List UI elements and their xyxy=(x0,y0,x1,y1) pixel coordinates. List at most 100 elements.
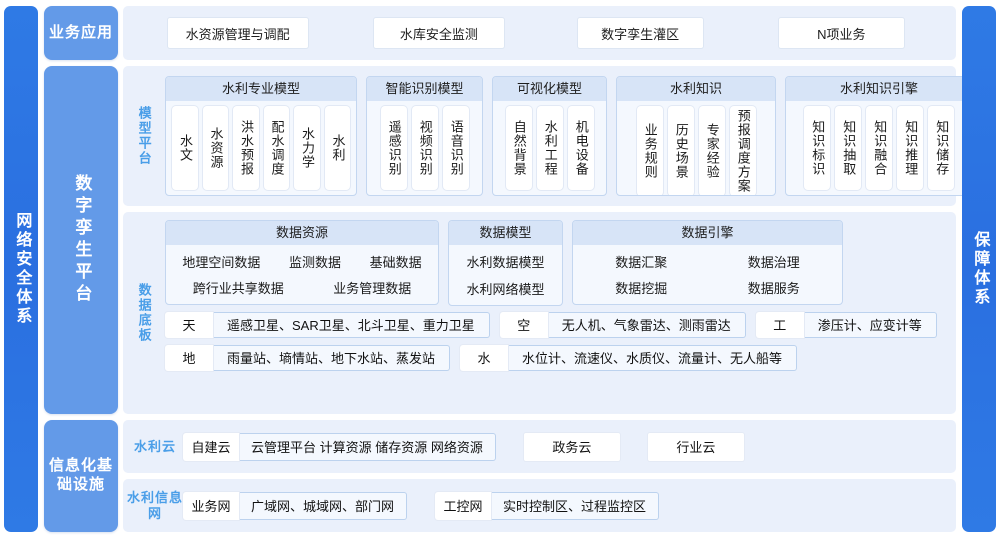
model-chip-remote-sensing-recognition[interactable]: 遥感识别 xyxy=(380,105,407,190)
data-source-row-ground: 地 雨量站、墒情站、地下水站、蒸发站 水 水位计、流速仪、水质仪、流量计、无人船… xyxy=(165,344,946,371)
left-vertical-bar-network-security: 网络安全体系 xyxy=(4,6,38,532)
section-label-model-platform: 模型平台 xyxy=(123,66,165,206)
data-source-di-value: 雨量站、墒情站、地下水站、蒸发站 xyxy=(213,344,451,371)
model-chip-knowledge-identification[interactable]: 知识标识 xyxy=(804,105,830,190)
infra-self-built-cloud[interactable]: 自建云 云管理平台 计算资源 储存资源 网络资源 xyxy=(183,432,496,461)
infra-industry-cloud[interactable]: 行业云 xyxy=(647,432,744,461)
data-item-data-aggregation[interactable]: 数据汇聚 xyxy=(615,254,668,270)
model-chip-hydrology[interactable]: 水文 xyxy=(172,105,198,190)
model-chip-hydraulic-engineering[interactable]: 水利工程 xyxy=(536,105,563,190)
data-group-models-title: 数据模型 xyxy=(449,221,562,245)
band-label-digital-twin-platform[interactable]: 数字孪生平台 xyxy=(44,66,118,414)
model-chip-knowledge-storage[interactable]: 知识储存 xyxy=(928,105,954,190)
data-source-gong[interactable]: 工 渗压计、应变计等 xyxy=(755,311,937,338)
model-group-intelligent-recognition: 智能识别模型 遥感识别 视频识别 语音识别 xyxy=(366,76,483,196)
model-group-water-knowledge-items: 业务规则 历史场景 专家经验 预报调度方案 xyxy=(617,101,775,195)
infrastructure-rows: 水利云 自建云 云管理平台 计算资源 储存资源 网络资源 政务云 行业云 xyxy=(123,420,956,532)
infra-industrial-control-network[interactable]: 工控网 实时控制区、过程监控区 xyxy=(435,491,660,520)
left-vertical-bar-label: 网络安全体系 xyxy=(13,212,31,326)
model-chip-water-resources[interactable]: 水资源 xyxy=(202,105,228,190)
data-group-resources-row: 地理空间数据 监测数据 基础数据 xyxy=(172,252,432,271)
data-source-tian-key: 天 xyxy=(165,311,213,338)
model-group-professional-title: 水利专业模型 xyxy=(166,77,356,101)
band-label-infrastructure[interactable]: 信息化基础设施 xyxy=(44,420,118,532)
business-item-label: 水库安全监测 xyxy=(399,26,478,42)
model-chip-knowledge-reasoning[interactable]: 知识推理 xyxy=(897,105,923,190)
infra-business-network[interactable]: 业务网 广域网、城域网、部门网 xyxy=(183,491,408,520)
data-item-water-network-model[interactable]: 水利网络模型 xyxy=(466,281,545,297)
model-chip-expert-experience[interactable]: 专家经验 xyxy=(698,105,725,195)
model-chip-flood-forecast[interactable]: 洪水预报 xyxy=(233,105,259,190)
section-label-model-platform-text: 模型平台 xyxy=(136,106,152,166)
data-item-data-governance[interactable]: 数据治理 xyxy=(747,254,800,270)
data-item-cross-industry-shared[interactable]: 跨行业共享数据 xyxy=(192,280,284,296)
data-source-shui[interactable]: 水 水位计、流速仪、水质仪、流量计、无人船等 xyxy=(460,344,798,371)
model-chip-electromechanical-equipment[interactable]: 机电设备 xyxy=(567,105,594,190)
data-group-models-row: 水利网络模型 xyxy=(466,279,544,298)
business-slot: N项业务 xyxy=(741,18,942,48)
data-item-basic[interactable]: 基础数据 xyxy=(369,254,422,270)
data-source-kong[interactable]: 空 无人机、气象雷达、测雨雷达 xyxy=(499,311,746,338)
data-source-di[interactable]: 地 雨量站、墒情站、地下水站、蒸发站 xyxy=(165,344,451,371)
data-group-engine-row: 数据挖掘 数据服务 xyxy=(579,278,836,297)
business-slot: 数字孪生灌区 xyxy=(540,18,741,48)
data-item-data-service[interactable]: 数据服务 xyxy=(747,280,800,296)
model-chip-historical-scenarios[interactable]: 历史场景 xyxy=(667,105,694,195)
model-chip-knowledge-fusion[interactable]: 知识融合 xyxy=(866,105,892,190)
infra-industrial-control-network-key: 工控网 xyxy=(435,491,492,520)
model-group-water-knowledge: 水利知识 业务规则 历史场景 专家经验 预报调度方案 xyxy=(616,76,776,196)
business-item-n-businesses[interactable]: N项业务 xyxy=(778,18,904,48)
data-group-models-row: 水利数据模型 xyxy=(466,252,544,271)
model-chip-voice-recognition[interactable]: 语音识别 xyxy=(442,105,469,190)
data-group-engine: 数据引擎 数据汇聚 数据治理 数据挖掘 数据服务 xyxy=(572,220,843,305)
infra-row-water-cloud-label: 水利云 xyxy=(133,438,176,454)
model-chip-business-rules[interactable]: 业务规则 xyxy=(636,105,663,195)
model-chip-hydraulics[interactable]: 水力学 xyxy=(294,105,320,190)
data-item-monitoring[interactable]: 监测数据 xyxy=(288,254,341,270)
model-group-water-knowledge-title: 水利知识 xyxy=(617,77,775,101)
band-label-business-application-text: 业务应用 xyxy=(48,23,113,41)
model-chip-forecast-dispatch-plan[interactable]: 预报调度方案 xyxy=(729,105,756,195)
infra-government-cloud-label: 政务云 xyxy=(552,440,592,455)
infra-business-network-value: 广域网、城域网、部门网 xyxy=(239,491,408,520)
model-chip-water-conservancy[interactable]: 水利 xyxy=(324,105,350,190)
data-group-models: 数据模型 水利数据模型 水利网络模型 xyxy=(448,220,563,306)
infra-row-water-network-items: 业务网 广域网、城域网、部门网 工控网 实时控制区、过程监控区 xyxy=(183,491,956,520)
data-source-row-sky: 天 遥感卫星、SAR卫星、北斗卫星、重力卫星 空 无人机、气象雷达、测雨雷达 工… xyxy=(165,311,946,338)
data-source-tian[interactable]: 天 遥感卫星、SAR卫星、北斗卫星、重力卫星 xyxy=(165,311,490,338)
business-slot: 水资源管理与调配 xyxy=(137,18,338,48)
data-board-groups: 数据资源 地理空间数据 监测数据 基础数据 跨行业共享数据 xyxy=(165,220,946,306)
infra-government-cloud[interactable]: 政务云 xyxy=(523,432,620,461)
right-vertical-bar-label: 保障体系 xyxy=(971,231,989,307)
model-platform-groups: 水利专业模型 水文 水资源 洪水预报 配水调度 水力学 水利 xyxy=(165,66,973,206)
business-item-label: 数字孪生灌区 xyxy=(601,26,680,42)
data-source-shui-key: 水 xyxy=(460,344,509,371)
model-chip-water-allocation[interactable]: 配水调度 xyxy=(263,105,289,190)
diagram-center-column: 业务应用 水资源管理与调配 水库安全监测 数字孪生灌区 xyxy=(44,6,973,532)
data-group-engine-title: 数据引擎 xyxy=(573,221,842,245)
infra-business-network-key: 业务网 xyxy=(183,491,239,520)
data-group-resources-row: 跨行业共享数据 业务管理数据 xyxy=(172,278,432,297)
model-group-knowledge-engine: 水利知识引擎 知识标识 知识抽取 知识融合 知识推理 知识储存 xyxy=(785,76,973,196)
data-item-data-mining[interactable]: 数据挖掘 xyxy=(615,280,668,296)
data-item-geospatial[interactable]: 地理空间数据 xyxy=(182,254,261,270)
model-group-knowledge-engine-items: 知识标识 知识抽取 知识融合 知识推理 知识储存 xyxy=(786,101,972,195)
business-item-reservoir-safety-monitoring[interactable]: 水库安全监测 xyxy=(373,18,504,48)
data-source-tian-value: 遥感卫星、SAR卫星、北斗卫星、重力卫星 xyxy=(213,311,490,338)
model-group-professional-items: 水文 水资源 洪水预报 配水调度 水力学 水利 xyxy=(166,101,356,195)
business-application-items: 水资源管理与调配 水库安全监测 数字孪生灌区 N项业务 xyxy=(123,6,956,60)
business-item-label: N项业务 xyxy=(817,26,866,42)
model-group-visualization: 可视化模型 自然背景 水利工程 机电设备 xyxy=(492,76,607,196)
band-label-business-application[interactable]: 业务应用 xyxy=(44,6,118,60)
business-item-water-resource-management[interactable]: 水资源管理与调配 xyxy=(167,18,308,48)
model-chip-natural-background[interactable]: 自然背景 xyxy=(505,105,532,190)
data-item-business-management[interactable]: 业务管理数据 xyxy=(333,280,412,296)
model-chip-video-recognition[interactable]: 视频识别 xyxy=(411,105,438,190)
section-model-platform: 模型平台 水利专业模型 水文 水资源 洪水预报 配水调度 水力学 xyxy=(123,66,973,206)
data-item-water-data-model[interactable]: 水利数据模型 xyxy=(466,254,545,270)
infra-row-water-cloud: 水利云 自建云 云管理平台 计算资源 储存资源 网络资源 政务云 行业云 xyxy=(123,420,956,473)
data-group-resources: 数据资源 地理空间数据 监测数据 基础数据 跨行业共享数据 xyxy=(165,220,439,305)
business-item-digital-twin-irrigation[interactable]: 数字孪生灌区 xyxy=(577,18,703,48)
model-chip-knowledge-extraction[interactable]: 知识抽取 xyxy=(835,105,861,190)
